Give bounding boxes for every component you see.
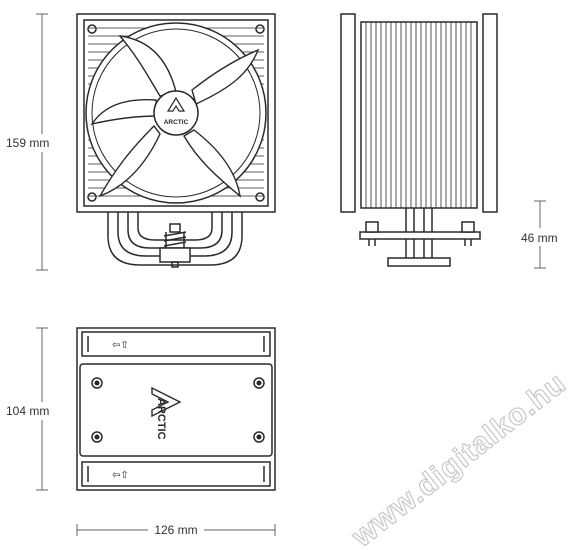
- side-mount-bracket: [359, 231, 481, 240]
- side-base: [387, 257, 451, 267]
- fan-blades: [90, 35, 260, 198]
- dimension-lines: [36, 13, 546, 536]
- dimension-height-label: 159 mm: [6, 136, 49, 150]
- base-screw: [91, 377, 103, 389]
- top-fan-strip-upper: [81, 331, 271, 357]
- hub-arctic-logo-mark: [166, 96, 186, 112]
- side-fan-front: [340, 13, 356, 213]
- fan-screw-hole: [87, 192, 97, 202]
- fan-screw-hole: [255, 24, 265, 34]
- watermark: www.digitalko.hu: [345, 366, 572, 550]
- top-view: [76, 327, 276, 491]
- fan-hub-logo: ARCTIC: [164, 119, 189, 126]
- side-fan-rear: [482, 13, 498, 213]
- front-mount-spring: [159, 223, 191, 268]
- dimension-side-height-label: 46 mm: [521, 231, 558, 245]
- base-screw: [91, 431, 103, 443]
- airflow-marker-lower: ⇦⇧: [112, 470, 129, 481]
- top-fan-strip-lower: [81, 461, 271, 487]
- side-fins: [365, 22, 472, 208]
- side-fin-stack: [360, 21, 478, 209]
- base-plate-logo: ARCTIC: [155, 398, 167, 440]
- fan-hub: [153, 90, 199, 136]
- side-view: [340, 13, 498, 267]
- top-base-plate: [79, 363, 273, 457]
- fan-screw-hole: [87, 24, 97, 34]
- dimension-width-label: 126 mm: [154, 523, 197, 537]
- base-screw: [253, 431, 265, 443]
- fan-screw-hole: [255, 192, 265, 202]
- base-arctic-logo-mark: [151, 386, 182, 418]
- front-view: ARCTIC: [76, 13, 276, 268]
- top-outline: [76, 327, 276, 491]
- base-screw: [253, 377, 265, 389]
- airflow-marker-upper: ⇦⇧: [112, 340, 129, 351]
- dimension-depth-label: 104 mm: [6, 404, 49, 418]
